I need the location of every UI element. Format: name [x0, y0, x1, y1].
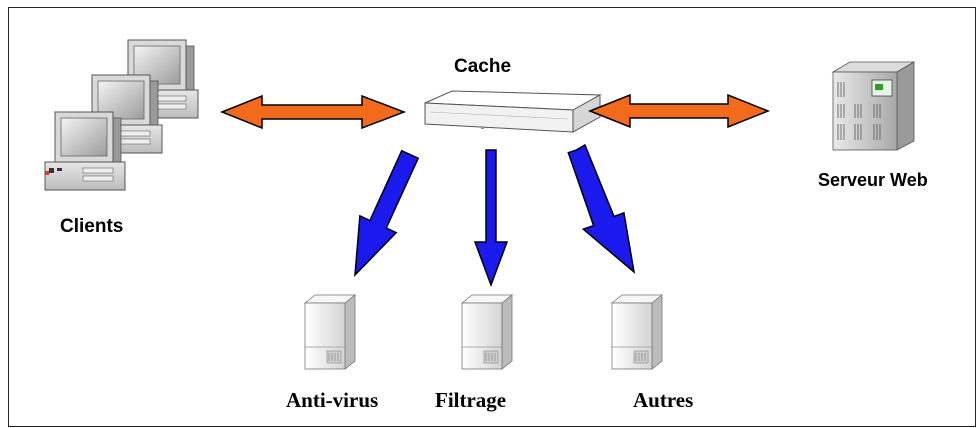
antivirus-label: Anti-virus	[286, 388, 379, 412]
cache-others-arrow	[567, 143, 636, 274]
cache-filtering-arrow	[473, 149, 509, 288]
antivirus-server-icon	[304, 294, 356, 370]
clients-cache-arrow	[219, 94, 407, 130]
cache-appliance-icon	[424, 90, 602, 133]
tower-server-icon	[831, 61, 916, 151]
cache-label: Cache	[454, 56, 512, 77]
clients-label: Clients	[60, 216, 124, 237]
filtering-label: Filtrage	[435, 388, 507, 412]
others-server-icon	[611, 294, 663, 370]
clients-computers-icon	[44, 39, 199, 191]
filtering-server-icon	[461, 294, 513, 370]
cache-server-arrow	[587, 93, 771, 129]
cache-antivirus-arrow	[354, 149, 420, 278]
web-server-label: Serveur Web	[818, 170, 928, 190]
others-label: Autres	[633, 388, 694, 412]
